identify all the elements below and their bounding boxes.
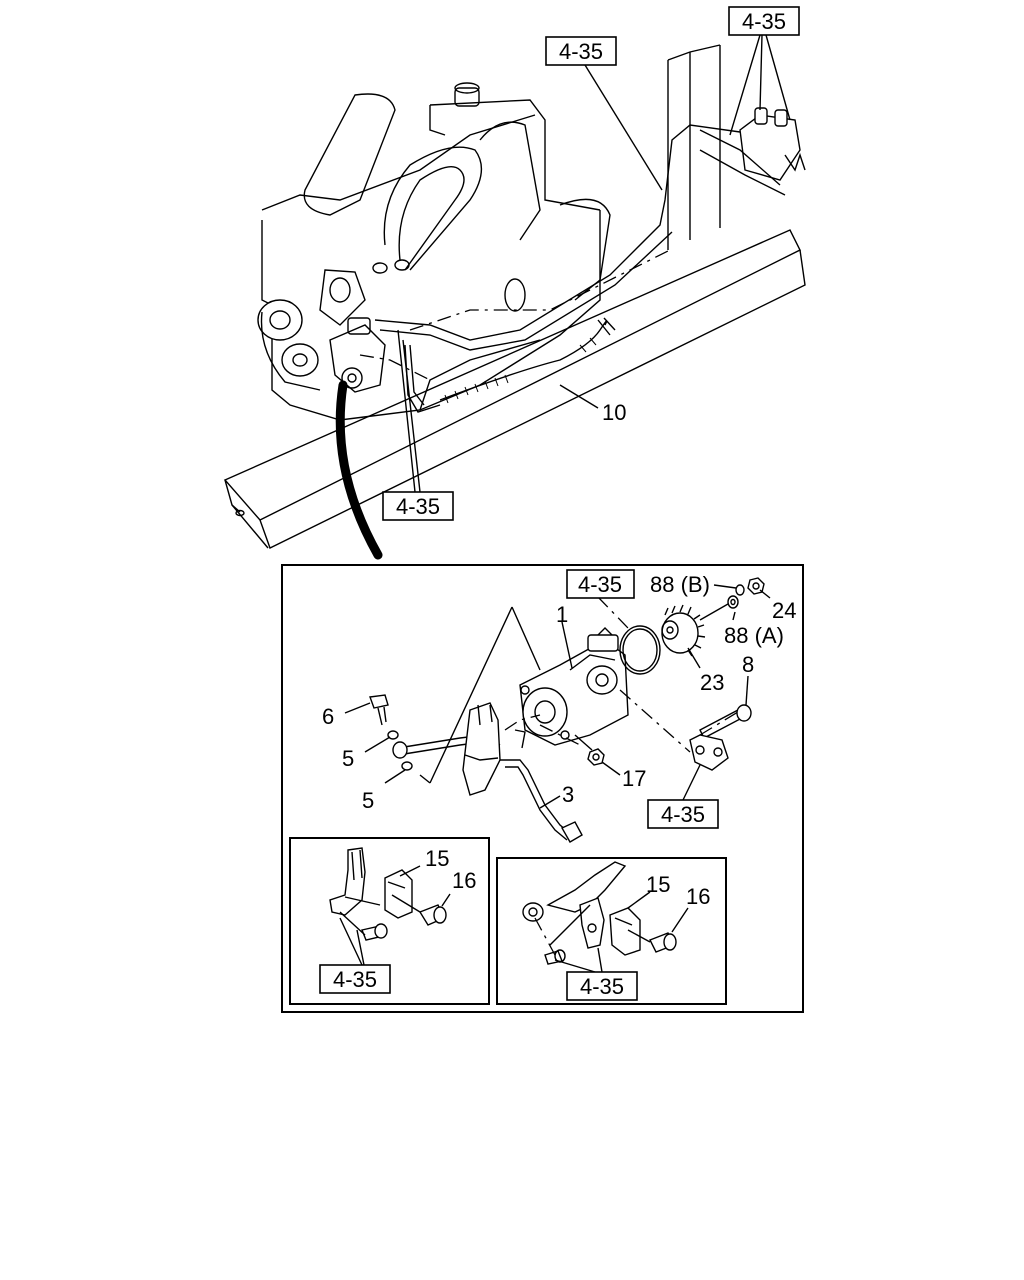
svg-text:88 (A): 88 (A) <box>724 623 784 648</box>
leader-engine-lower <box>397 329 421 493</box>
callout-23: 23 <box>687 647 724 695</box>
ref-box-inset-left[interactable]: 4-35 <box>319 964 391 994</box>
svg-text:4-35: 4-35 <box>333 967 377 992</box>
svg-text:6: 6 <box>322 704 334 729</box>
callout-5-lower: 5 <box>362 769 406 813</box>
pump-exploded-view <box>369 577 765 843</box>
ref-box-top-middle[interactable]: 4-35 <box>545 36 617 66</box>
svg-text:16: 16 <box>686 884 710 909</box>
ref-box-inset-right[interactable]: 4-35 <box>566 971 638 1001</box>
svg-text:4-35: 4-35 <box>661 802 705 827</box>
callout-inset-left-15: 15 <box>399 846 449 877</box>
svg-text:1: 1 <box>556 602 568 627</box>
svg-text:4-35: 4-35 <box>578 572 622 597</box>
leader-top-right <box>729 34 791 136</box>
svg-text:4-35: 4-35 <box>580 974 624 999</box>
svg-text:5: 5 <box>362 788 374 813</box>
callout-8: 8 <box>742 652 754 706</box>
svg-text:10: 10 <box>602 400 626 425</box>
callout-10: 10 <box>559 384 626 425</box>
svg-text:15: 15 <box>425 846 449 871</box>
callout-5-upper: 5 <box>342 736 391 771</box>
gear-23-shape <box>661 604 706 657</box>
ref-box-detail-right[interactable]: 4-35 <box>647 799 719 829</box>
callout-24: 24 <box>759 589 796 623</box>
leader-top-middle <box>584 64 663 191</box>
svg-text:4-35: 4-35 <box>559 39 603 64</box>
callout-inset-right-15: 15 <box>627 872 670 909</box>
svg-text:8: 8 <box>742 652 754 677</box>
ref-box-top-right[interactable]: 4-35 <box>728 6 800 36</box>
svg-text:5: 5 <box>342 746 354 771</box>
callout-1: 1 <box>556 602 573 669</box>
engine-assembly-illustration <box>223 44 806 549</box>
svg-text:4-35: 4-35 <box>742 9 786 34</box>
svg-text:23: 23 <box>700 670 724 695</box>
callout-88a: 88 (A) <box>724 611 784 648</box>
callout-3: 3 <box>539 782 574 809</box>
leader-detail-right <box>682 764 701 801</box>
svg-text:4-35: 4-35 <box>396 494 440 519</box>
svg-text:15: 15 <box>646 872 670 897</box>
ref-box-engine-lower[interactable]: 4-35 <box>382 491 454 521</box>
svg-text:88 (B): 88 (B) <box>650 572 710 597</box>
callout-inset-right-16: 16 <box>671 884 710 933</box>
ref-box-detail-upper[interactable]: 4-35 <box>566 569 635 599</box>
callout-6: 6 <box>322 702 371 729</box>
svg-text:17: 17 <box>622 766 646 791</box>
svg-text:24: 24 <box>772 598 796 623</box>
callout-17: 17 <box>601 761 646 791</box>
svg-text:16: 16 <box>452 868 476 893</box>
callout-88b: 88 (B) <box>650 572 737 597</box>
svg-text:3: 3 <box>562 782 574 807</box>
callout-inset-left-16: 16 <box>441 868 476 907</box>
